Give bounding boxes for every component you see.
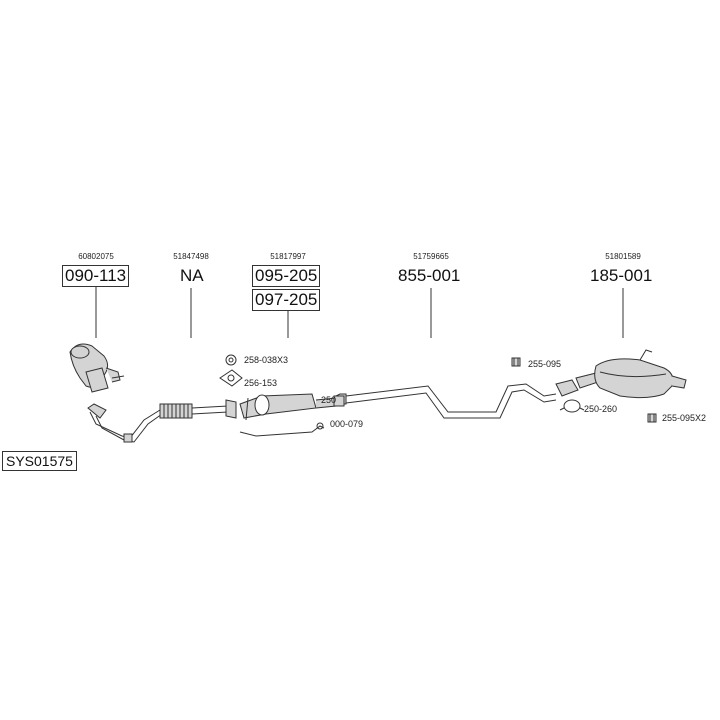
gasket-icon <box>219 369 243 387</box>
rubber-mount-icon <box>647 413 657 423</box>
catalytic-converter <box>69 343 125 393</box>
small-part-label[interactable]: 255-095 <box>528 359 562 369</box>
oe-number: 51817997 <box>270 252 306 261</box>
part-number-box[interactable]: 097-205 <box>252 289 321 311</box>
front-pipe <box>87 399 237 443</box>
clamp-ring-icon <box>559 399 585 413</box>
clamp-icon <box>333 395 345 407</box>
system-code: SYS01575 <box>2 451 77 471</box>
small-part-label[interactable]: 256-153 <box>244 378 278 388</box>
oe-number: 51759665 <box>413 252 449 261</box>
part-number-label: NA <box>180 266 204 285</box>
small-part-label[interactable]: 250-260 <box>584 404 618 414</box>
small-part-label[interactable]: 258-038X3 <box>244 355 289 365</box>
bracket-icon <box>239 422 325 437</box>
particle-filter <box>239 393 337 421</box>
oe-number: 51847498 <box>173 252 209 261</box>
small-part-label[interactable]: 000-079 <box>330 419 364 429</box>
nut-icon <box>225 354 237 366</box>
part-number-box[interactable]: 095-205 <box>252 265 321 287</box>
part-number-box[interactable]: 090-113 <box>62 265 130 287</box>
small-part-label[interactable]: 255-095X2 <box>662 413 707 423</box>
oe-number: 51801589 <box>605 252 641 261</box>
part-number-label[interactable]: 855-001 <box>398 266 461 285</box>
rubber-mount-icon <box>511 357 521 367</box>
rear-muffler <box>555 349 687 399</box>
oe-number: 60802075 <box>78 252 114 261</box>
middle-pipe <box>335 383 557 419</box>
small-part-label[interactable]: 250 <box>321 395 337 405</box>
part-number-label[interactable]: 185-001 <box>590 266 653 285</box>
